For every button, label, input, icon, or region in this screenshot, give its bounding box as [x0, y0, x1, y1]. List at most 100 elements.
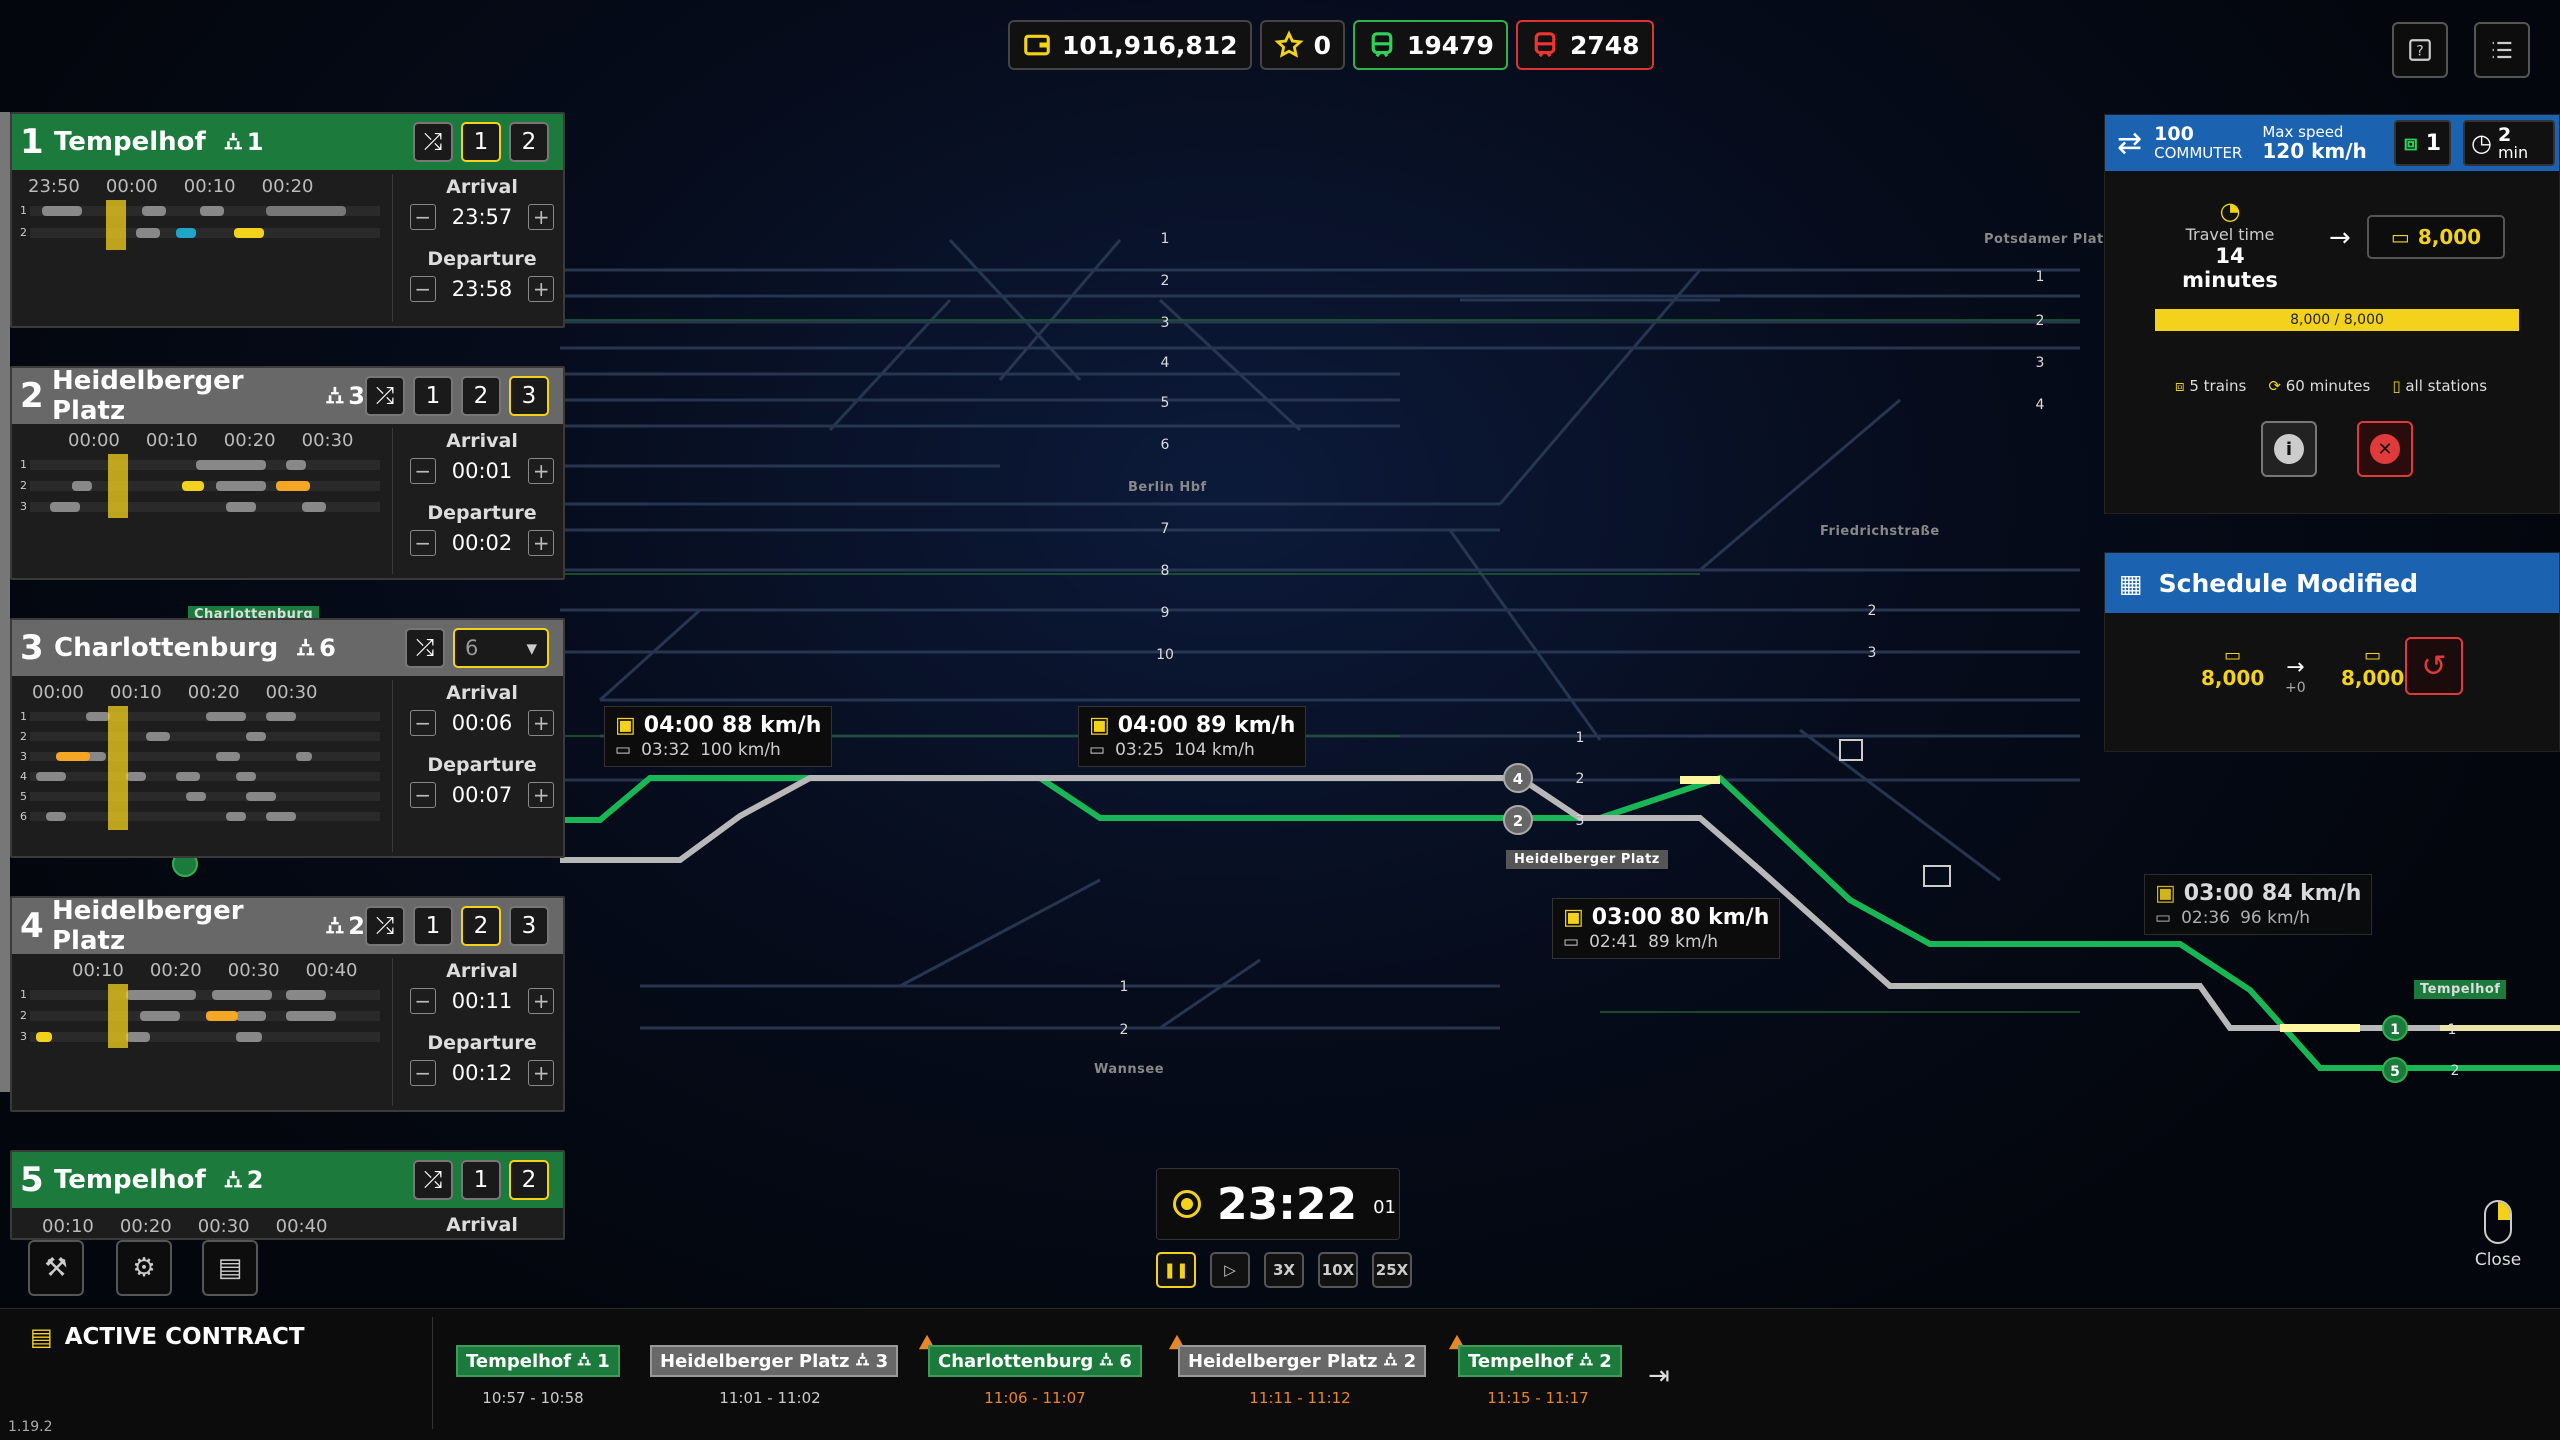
train-count-badge[interactable]: ⧈1 [2393, 120, 2451, 166]
construct-tool-button[interactable]: ⚒ [28, 1240, 84, 1296]
station-card-header[interactable]: 3 Charlottenburg ⛼6 ⤮ 6▾ [12, 620, 563, 676]
wallet-icon: ▭ [2390, 225, 2410, 249]
pause-icon: ❚❚ [1163, 1261, 1189, 1279]
speed-10x-button[interactable]: 10X [1318, 1252, 1358, 1288]
speed-25x-button[interactable]: 25X [1372, 1252, 1412, 1288]
help-icon: ? [2409, 39, 2431, 61]
platform-option[interactable]: 2 [461, 376, 501, 416]
departure-plus-button[interactable]: + [528, 782, 555, 808]
actual-time: 03:32 [641, 740, 691, 760]
star-icon [1274, 30, 1304, 58]
platform-timeline[interactable]: 123 [16, 984, 386, 1048]
platform-option[interactable]: 3 [509, 906, 549, 946]
platform-timeline[interactable]: 12 [16, 200, 386, 250]
time-tick: 00:40 [305, 960, 358, 981]
station-card-header[interactable]: 2 Heidelberger Platz ⛼3 ⤮ 1 2 3 [12, 366, 563, 426]
map-station-label[interactable]: Tempelhof [2414, 980, 2507, 999]
station-name: Tempelhof [54, 127, 206, 157]
shuffle-button[interactable]: ⤮ [413, 1160, 453, 1200]
contract-stop-chip[interactable]: Tempelhof⛼1 [456, 1345, 620, 1377]
time-tick: 00:10 [42, 1216, 94, 1237]
departure-plus-button[interactable]: + [528, 276, 555, 302]
contract-stop-chip[interactable]: Tempelhof⛼2 [1458, 1345, 1622, 1377]
platform-option[interactable]: 2 [509, 122, 549, 162]
platform-timeline[interactable]: 123 [16, 454, 386, 518]
notes-tool-button[interactable]: ▤ [202, 1240, 258, 1296]
chip-tool-button[interactable]: ⚙ [116, 1240, 172, 1296]
contract-stop-chip[interactable]: Charlottenburg⛼6 [928, 1345, 1142, 1377]
track-number: 9 [1161, 605, 1170, 621]
contract-bar: ▤ ACTIVE CONTRACT Tempelhof⛼1 10:57 - 10… [0, 1308, 2560, 1440]
arrival-plus-button[interactable]: + [528, 204, 555, 230]
info-button[interactable]: i [2261, 421, 2317, 477]
platform-option[interactable]: 1 [461, 122, 501, 162]
departure-time: 00:07 [451, 783, 513, 807]
help-button[interactable]: ? [2392, 22, 2448, 78]
menu-button[interactable] [2474, 22, 2530, 78]
delete-train-button[interactable]: ✕ [2357, 421, 2413, 477]
contract-stop-chip[interactable]: Heidelberger Platz⛼2 [1178, 1345, 1427, 1377]
shuffle-button[interactable]: ⤮ [413, 122, 453, 162]
map-station-label[interactable]: Berlin Hbf [1128, 480, 1207, 495]
arrival-minus-button[interactable]: − [409, 710, 436, 736]
map-station-label[interactable]: Heidelberger Platz [1506, 850, 1668, 869]
platform-option[interactable]: 1 [413, 376, 453, 416]
departure-plus-button[interactable]: + [528, 530, 555, 556]
platform-option[interactable]: 2 [461, 906, 501, 946]
jump-to-end-button[interactable]: ⇥ [1648, 1361, 1670, 1391]
departure-label: Departure [427, 1032, 537, 1054]
station-card-header[interactable]: 4 Heidelberger Platz ⛼2 ⤮ 1 2 3 [12, 896, 563, 956]
track-number: 3 [1161, 315, 1170, 331]
svg-text:1: 1 [2390, 1022, 2400, 1038]
scroll-track[interactable] [0, 112, 10, 1092]
shuffle-button[interactable]: ⤮ [405, 628, 445, 668]
departure-plus-button[interactable]: + [528, 1060, 555, 1086]
departure-minus-button[interactable]: − [409, 276, 436, 302]
svg-text:5: 5 [2390, 1064, 2400, 1080]
pause-button[interactable]: ❚❚ [1156, 1252, 1196, 1288]
shuffle-button[interactable]: ⤮ [365, 376, 405, 416]
arrival-minus-button[interactable]: − [409, 988, 436, 1014]
shuffle-button[interactable]: ⤮ [365, 906, 405, 946]
platform-option[interactable]: 3 [509, 376, 549, 416]
map-station-label[interactable]: Friedrichstraße [1820, 524, 1940, 539]
station-icon: ▯ [2392, 377, 2401, 395]
departure-minus-button[interactable]: − [409, 782, 436, 808]
platform-option[interactable]: 1 [461, 1160, 501, 1200]
station-card-header[interactable]: 5 Tempelhof ⛼2 ⤮ 1 2 [12, 1152, 563, 1208]
arrival-minus-button[interactable]: − [409, 204, 436, 230]
map-station-label[interactable]: Potsdamer Platz [1984, 232, 2112, 247]
map-station-label[interactable]: Wannsee [1094, 1062, 1165, 1077]
departure-minus-button[interactable]: − [409, 1060, 436, 1086]
platform-option[interactable]: 1 [413, 906, 453, 946]
speed-3x-button[interactable]: 3X [1264, 1252, 1304, 1288]
calendar-icon: ▣ [2155, 881, 2176, 906]
close-button[interactable]: Close [2470, 1200, 2526, 1270]
arrival-plus-button[interactable]: + [528, 458, 555, 484]
arrival-plus-button[interactable]: + [528, 988, 555, 1014]
platform-option[interactable]: 2 [509, 1160, 549, 1200]
play-button[interactable]: ▷ [1210, 1252, 1250, 1288]
contract-stop-chip[interactable]: Heidelberger Platz⛼3 [650, 1345, 899, 1377]
arrival-minus-button[interactable]: − [409, 458, 436, 484]
departure-minus-button[interactable]: − [409, 530, 436, 556]
station-card-header[interactable]: 1 Tempelhof ⛼1 ⤮ 1 2 [12, 114, 563, 170]
departure-time: 00:02 [451, 531, 513, 555]
arrival-plus-button[interactable]: + [528, 710, 555, 736]
jump-end-icon: ⇥ [1648, 1361, 1670, 1391]
undo-button[interactable]: ↺ [2405, 637, 2463, 695]
platform-dropdown[interactable]: 6▾ [453, 628, 549, 668]
